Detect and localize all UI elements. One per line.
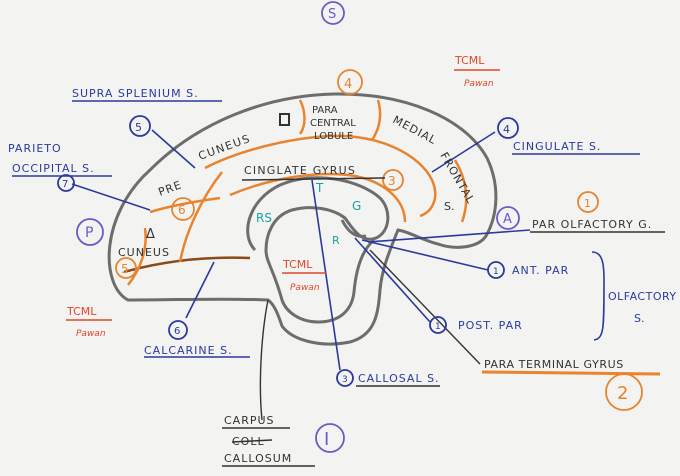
num2-orange-label: 2	[617, 383, 628, 404]
num1-ant-circle	[487, 261, 505, 279]
arrow-ant-par	[361, 239, 489, 271]
post-par-label: POST. PAR	[458, 319, 523, 332]
pre-label: PRE	[157, 178, 184, 199]
leader-carpus	[259, 299, 269, 421]
brain-outer-outline	[107, 92, 498, 346]
num1-orange-circle	[577, 191, 599, 213]
frontal-orange-line	[453, 159, 468, 223]
num5-orange-label: 5	[121, 262, 129, 276]
occipital-label: OCCIPITAL S.	[12, 162, 95, 175]
s-circle-label: S	[328, 7, 336, 22]
callosal-s-label: CALLOSAL S.	[358, 372, 440, 385]
leader-para-terminal	[369, 249, 481, 365]
frontal-label: FRONTAL	[437, 150, 477, 206]
arrow-cingulate	[431, 131, 496, 173]
num4-orange-label: 4	[344, 77, 352, 92]
callosal-sulcus-line	[229, 172, 407, 223]
medial-label: MEDIAL	[391, 113, 439, 147]
a-circle-label: A	[503, 212, 512, 227]
num4-orange-circle	[337, 69, 363, 95]
cingulate-sulcus-line	[204, 134, 437, 218]
t-label: T	[315, 181, 324, 195]
parietooccipital-sulcus-line	[149, 196, 221, 214]
p-circle	[76, 218, 104, 246]
tcml-1: TCML	[454, 54, 485, 67]
arrow-suprasplenium	[151, 129, 196, 169]
arrow-callosal	[311, 179, 341, 371]
num7-label: 7	[62, 179, 68, 190]
num6-orange-label: 6	[178, 203, 186, 217]
num7-circle	[57, 174, 75, 192]
num5a-label: 5	[135, 121, 142, 134]
par-olfactory-label: PAR OLFACTORY G.	[532, 218, 652, 231]
arrow-parieto	[71, 183, 151, 211]
rs-label: RS	[256, 211, 272, 225]
olfactory-s-label: S.	[634, 312, 644, 325]
olfactory-label: OLFACTORY	[608, 290, 677, 303]
para-terminal-label: PARA TERMINAL GYRUS	[484, 358, 624, 371]
strike-coll	[231, 439, 273, 443]
precuneus-orange-line	[127, 227, 147, 286]
callosum-label: CALLOSUM	[224, 452, 292, 465]
para-label: PARA	[312, 105, 338, 116]
num1-post-label: 1	[435, 322, 441, 332]
paracentral-line	[298, 99, 306, 135]
num4-blue-circle	[497, 117, 519, 139]
ant-par-label: ANT. PAR	[512, 264, 569, 277]
cinglate-gyrus-label: CINGLATE GYRUS	[244, 164, 356, 177]
num6-blue-label: 6	[174, 326, 180, 337]
num3-blue-circle	[336, 369, 354, 387]
olfactory-bracket	[591, 251, 605, 341]
tcml-3: TCML	[66, 305, 97, 318]
a-circle	[496, 206, 520, 230]
central-label: CENTRAL	[310, 118, 356, 129]
pawan-1: Pawan	[464, 79, 494, 89]
coll-label: COLL	[232, 435, 265, 448]
underline-cinglate-gyrus	[241, 177, 386, 181]
i-circle-label: I	[324, 429, 329, 450]
triangle-label: Δ	[146, 227, 155, 242]
carpus-label: CARPUS	[224, 414, 275, 427]
lobule-label: LOBULE	[314, 131, 353, 142]
fornix-curl	[340, 219, 367, 238]
num3-orange-circle	[382, 169, 404, 191]
cuneus-divider-line	[178, 171, 223, 263]
num5-orange-circle	[115, 257, 137, 279]
cingulate-s-label: CINGULATE S.	[513, 140, 601, 153]
num3-orange-label: 3	[388, 174, 396, 188]
num3-blue-label: 3	[342, 375, 348, 385]
g-label: G	[352, 199, 361, 213]
i-circle	[315, 423, 345, 453]
num6-orange-circle	[171, 197, 195, 221]
p-circle-label: P	[85, 225, 93, 241]
frontal-s-label: S.	[444, 200, 454, 213]
paracentral-square-mark	[279, 113, 290, 126]
s-circle	[321, 1, 345, 25]
pawan-3: Pawan	[76, 329, 106, 339]
num4-blue-label: 4	[503, 123, 510, 136]
tcml-2: TCML	[282, 258, 313, 271]
r-label: R	[332, 234, 340, 247]
paracentral-line-2	[370, 99, 382, 141]
cuneus-lower-label: CUNEUS	[118, 246, 170, 259]
num5-blue-circle	[129, 115, 151, 137]
parieto-label: PARIETO	[8, 142, 62, 155]
num6-blue-circle	[168, 320, 188, 340]
pawan-2: Pawan	[290, 283, 320, 293]
num1-ant-label: 1	[493, 267, 499, 277]
num1-orange-label: 1	[584, 197, 591, 210]
underline-para-terminal	[481, 370, 661, 376]
suprasplenium-label: SUPRA SPLENIUM S.	[72, 87, 199, 100]
arrow-par-olfactory	[367, 229, 531, 243]
num1-post-circle	[429, 316, 447, 334]
calcarine-label: CALCARINE S.	[144, 344, 233, 357]
arrow-calcarine	[185, 261, 215, 319]
arrow-post-par	[354, 237, 431, 323]
